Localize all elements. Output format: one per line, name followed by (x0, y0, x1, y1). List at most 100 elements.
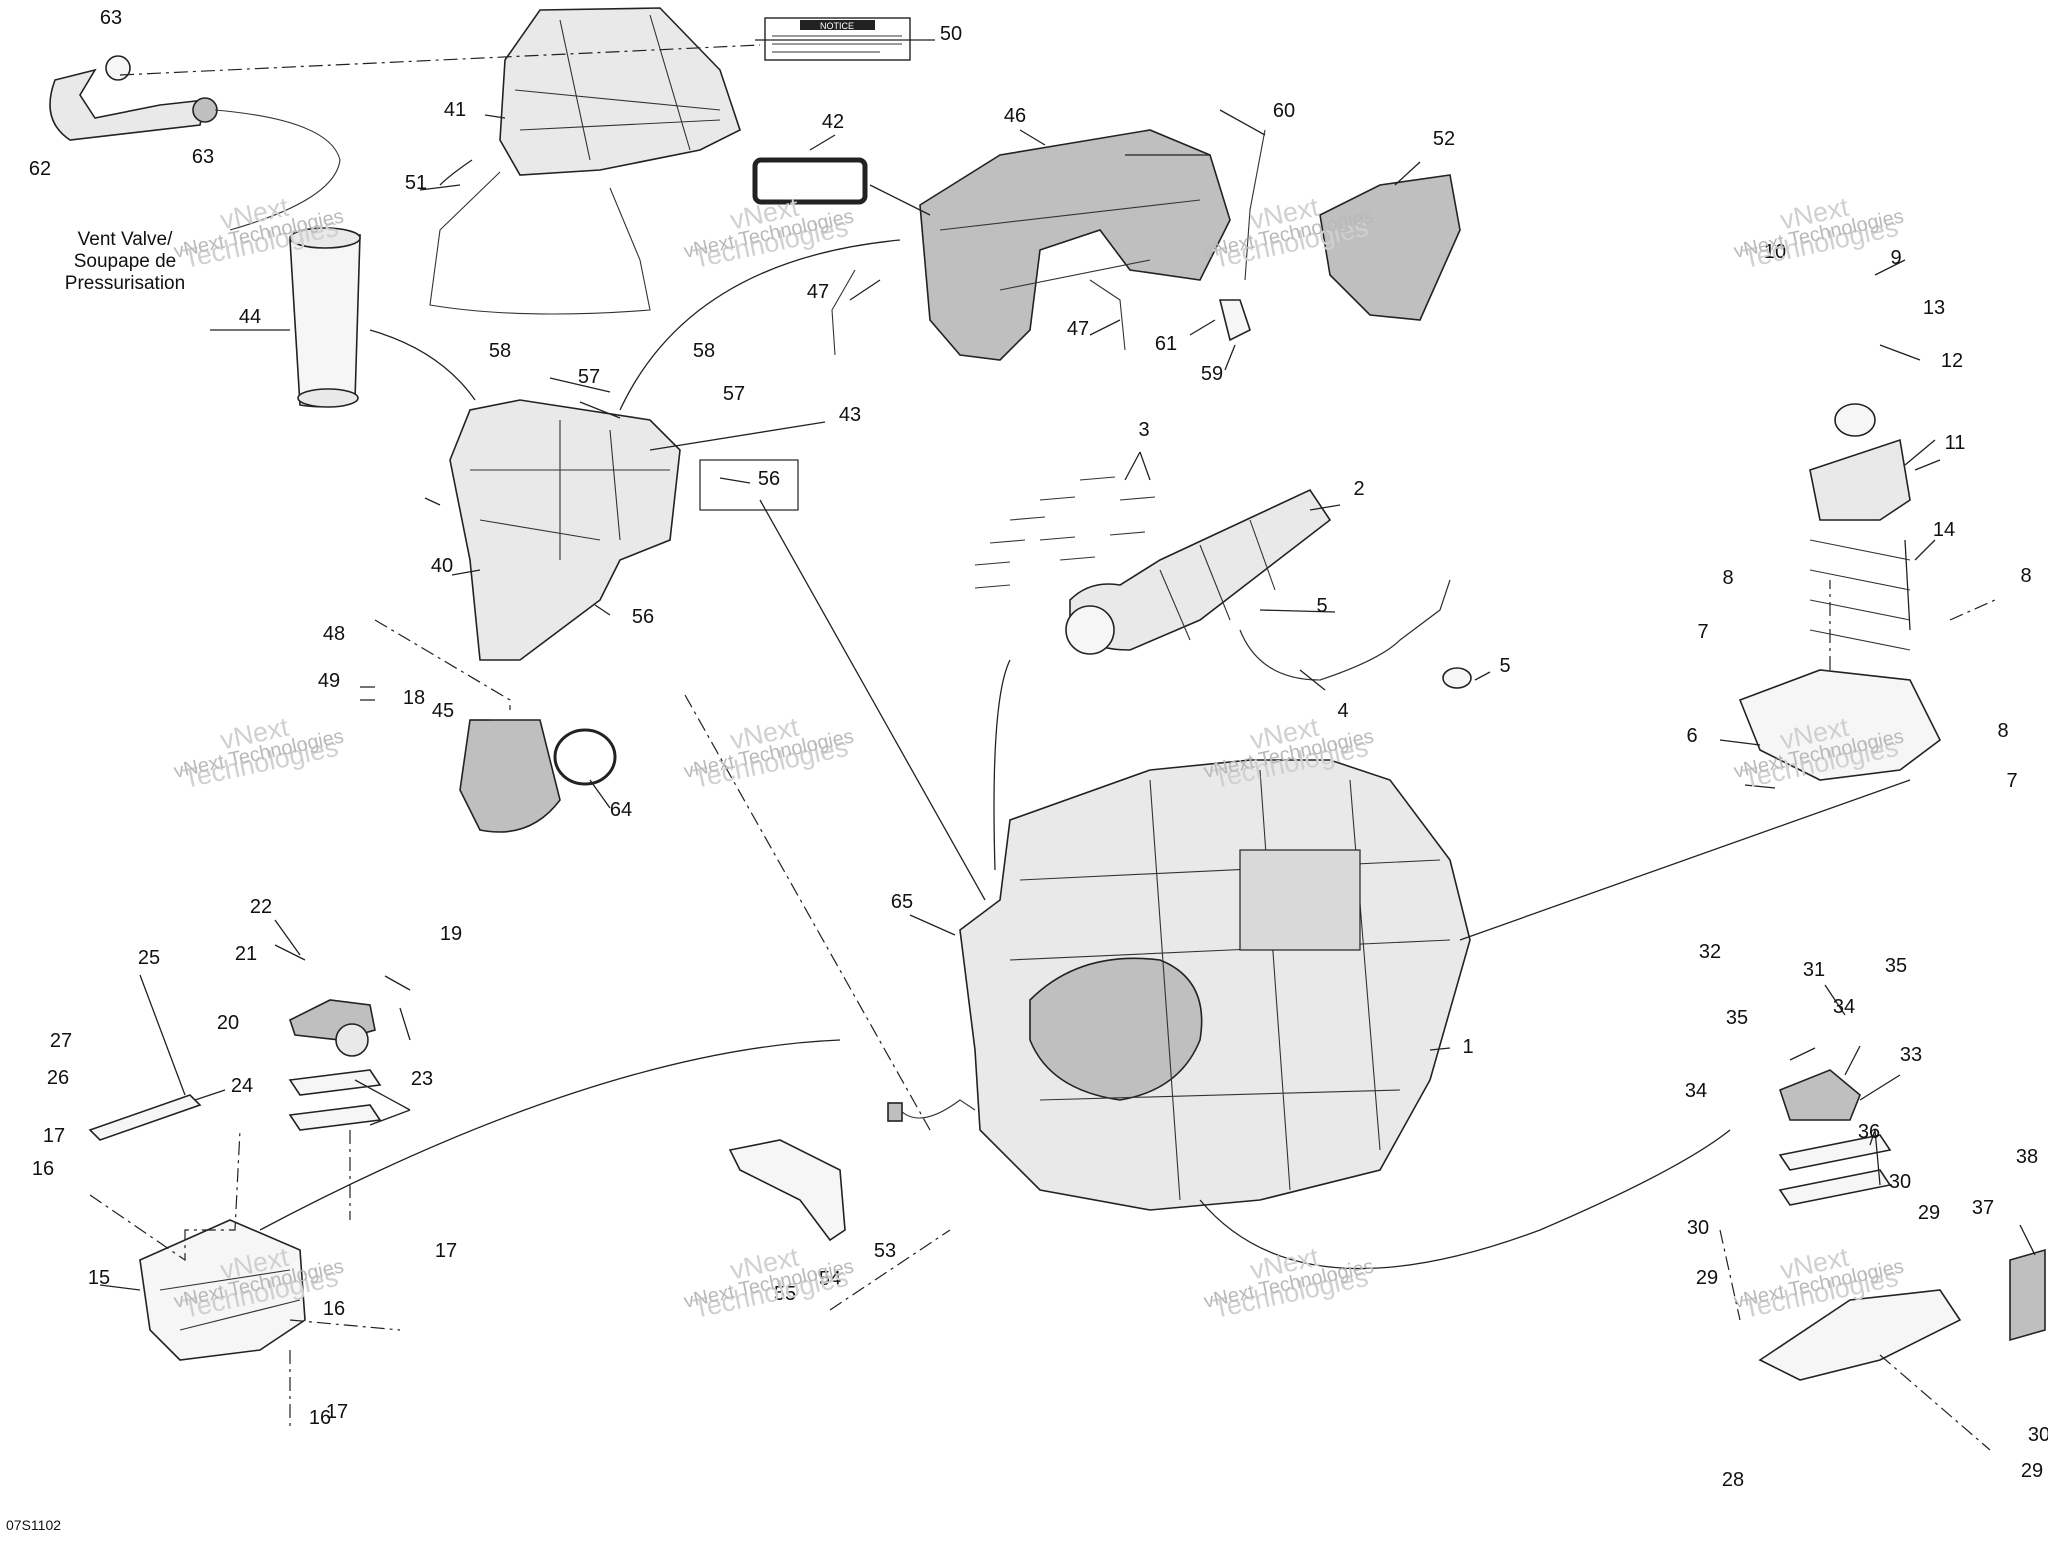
callout-34: 34 (1833, 996, 1855, 1018)
callout-44: 44 (239, 306, 261, 328)
callout-48: 48 (323, 623, 345, 645)
rubber-mount-right (1809, 438, 1911, 521)
callout-34: 34 (1685, 1080, 1707, 1102)
callout-8: 8 (1997, 720, 2008, 742)
callout-17: 17 (435, 1240, 457, 1262)
callout-13: 13 (1923, 297, 1945, 319)
callout-17: 17 (326, 1401, 348, 1423)
callout-46: 46 (1004, 105, 1026, 127)
callout-60: 60 (1273, 100, 1295, 122)
callout-11: 11 (1945, 432, 1966, 454)
engine-block (959, 759, 1471, 1211)
callout-30: 30 (1889, 1171, 1911, 1193)
callout-4: 4 (1337, 700, 1348, 722)
callout-20: 20 (217, 1012, 239, 1034)
intake-duct (289, 234, 361, 408)
callout-50: 50 (940, 23, 962, 45)
gasket (752, 157, 868, 205)
callout-26: 26 (47, 1067, 69, 1089)
callout-51: 51 (405, 172, 427, 194)
callout-17: 17 (43, 1125, 65, 1147)
callout-29: 29 (1918, 1202, 1940, 1224)
parts-artwork: NOTICE (49, 7, 2046, 1381)
callout-56: 56 (758, 468, 780, 490)
callout-16: 16 (323, 1298, 345, 1320)
callout-63: 63 (192, 146, 214, 168)
vent-hose (49, 68, 206, 141)
callout-28: 28 (1722, 1469, 1744, 1491)
mount-plate-right (1738, 669, 1942, 781)
callout-25: 25 (138, 947, 160, 969)
callout-6: 6 (1686, 725, 1697, 747)
callout-27: 27 (50, 1030, 72, 1052)
intake-cover (919, 129, 1231, 361)
callout-21: 21 (235, 943, 257, 965)
callout-18: 18 (403, 687, 425, 709)
callout-58: 58 (693, 340, 715, 362)
callout-31: 31 (1803, 959, 1825, 981)
spring-shims (1809, 539, 1911, 651)
callout-36: 36 (1858, 1121, 1880, 1143)
callout-62: 62 (29, 158, 51, 180)
callout-61: 61 (1155, 333, 1177, 355)
leader-lines (99, 39, 2036, 1291)
vent-valve-label-line2: Soupape de (74, 251, 177, 272)
callout-52: 52 (1433, 128, 1455, 150)
intake-boot (459, 719, 561, 833)
callout-16: 16 (32, 1158, 54, 1180)
mount-plate-lower-right (1758, 1289, 1962, 1381)
callout-58: 58 (489, 340, 511, 362)
callout-2: 2 (1353, 478, 1364, 500)
callout-29: 29 (1696, 1267, 1718, 1289)
engine-mount-lower-right (1779, 1069, 1861, 1121)
callout-59: 59 (1201, 363, 1223, 385)
callout-54: 54 (819, 1268, 841, 1290)
callout-24: 24 (231, 1075, 253, 1097)
callout-9: 9 (1890, 247, 1901, 269)
callout-38: 38 (2016, 1146, 2038, 1168)
callout-37: 37 (1972, 1197, 1994, 1219)
callout-12: 12 (1941, 350, 1963, 372)
callout-30: 30 (2028, 1424, 2048, 1446)
callout-16: 16 (309, 1407, 331, 1429)
callout-49: 49 (318, 670, 340, 692)
mount-plate-left (139, 1219, 306, 1361)
callout-57: 57 (578, 366, 600, 388)
callout-29: 29 (2021, 1460, 2043, 1482)
callout-10: 10 (1764, 241, 1786, 263)
callout-43: 43 (839, 404, 861, 426)
callout-53: 53 (874, 1240, 896, 1262)
callout-3: 3 (1138, 419, 1149, 441)
callout-56: 56 (632, 606, 654, 628)
engine-bracket (728, 1139, 846, 1242)
callout-42: 42 (822, 111, 844, 133)
airbox-base (449, 399, 681, 661)
callout-1: 1 (1462, 1036, 1473, 1058)
callout-35: 35 (1885, 955, 1907, 977)
callout-64: 64 (610, 799, 632, 821)
vent-valve-label-line3: Pressurisation (65, 273, 185, 294)
callout-14: 14 (1933, 519, 1955, 541)
callout-15: 15 (88, 1267, 110, 1289)
notice-label-text: NOTICE (820, 21, 854, 31)
callout-45: 45 (432, 700, 454, 722)
callout-22: 22 (250, 896, 272, 918)
callout-55: 55 (774, 1283, 796, 1305)
airbox-cover (499, 7, 741, 176)
callout-8: 8 (2020, 565, 2031, 587)
diagram-code: 07S1102 (6, 1517, 61, 1533)
airbox-strap (429, 171, 651, 315)
vent-valve-label-line1: Vent Valve/ (78, 229, 173, 250)
callout-8: 8 (1722, 567, 1733, 589)
callout-33: 33 (1900, 1044, 1922, 1066)
callout-57: 57 (723, 383, 745, 405)
callout-5: 5 (1499, 655, 1510, 677)
callout-23: 23 (411, 1068, 433, 1090)
callout-41: 41 (444, 99, 466, 121)
callout-5: 5 (1316, 595, 1327, 617)
